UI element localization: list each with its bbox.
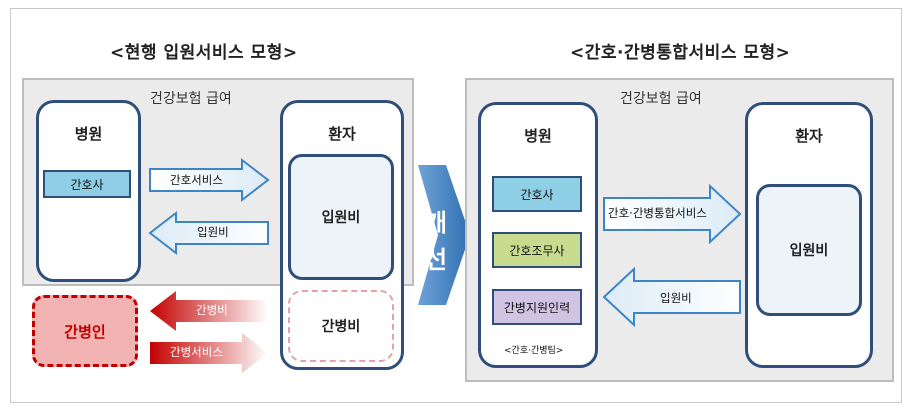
improvement-arrow [418,165,470,305]
right-care-support-tag: 간병지원인력 [492,289,582,325]
right-integrated-service-label: 간호·간병통합서비스 [608,206,707,220]
right-inpatient-fee-arrow [602,266,741,328]
right-patient-label: 환자 [795,127,823,145]
care-team-note: <간호·간병팀> [504,346,564,356]
improvement-label-2: 선 [425,246,448,274]
left-model-title: <현행 입원서비스 모형> [110,43,298,63]
left-care-service-label: 간병서비스 [170,345,223,359]
left-nursing-service-label: 간호서비스 [170,173,223,187]
right-nurse-tag: 간호사 [492,176,582,212]
right-nurse-aide-tag: 간호조무사 [492,232,582,268]
left-patient-label: 환자 [328,125,356,143]
right-hospital-label: 병원 [524,127,552,145]
right-insurance-label: 건강보험 급여 [620,91,702,107]
right-integrated-service-arrow [603,183,742,245]
right-model-title: <간호·간병통합서비스 모형> [570,43,791,63]
left-care-fee-label: 간병비 [196,303,228,317]
left-hospital-label: 병원 [74,125,103,143]
left-nurse-tag: 간호사 [43,170,131,198]
right-inpatient-fee-label: 입원비 [660,291,692,305]
improvement-label-1: 개 [425,209,448,237]
right-inpatient-fee-box: 입원비 [756,184,862,316]
left-care-fee-arrow [150,291,268,331]
left-inpatient-fee-label: 입원비 [197,225,229,239]
left-care-fee-box: 간병비 [288,290,394,362]
caregiver-box: 간병인 [32,295,138,367]
left-care-service-arrow [150,333,268,373]
left-insurance-label: 건강보험 급여 [150,91,232,107]
left-inpatient-fee-box: 입원비 [288,154,394,280]
left-inpatient-fee-arrow [148,210,269,256]
left-nursing-service-arrow [149,157,270,203]
